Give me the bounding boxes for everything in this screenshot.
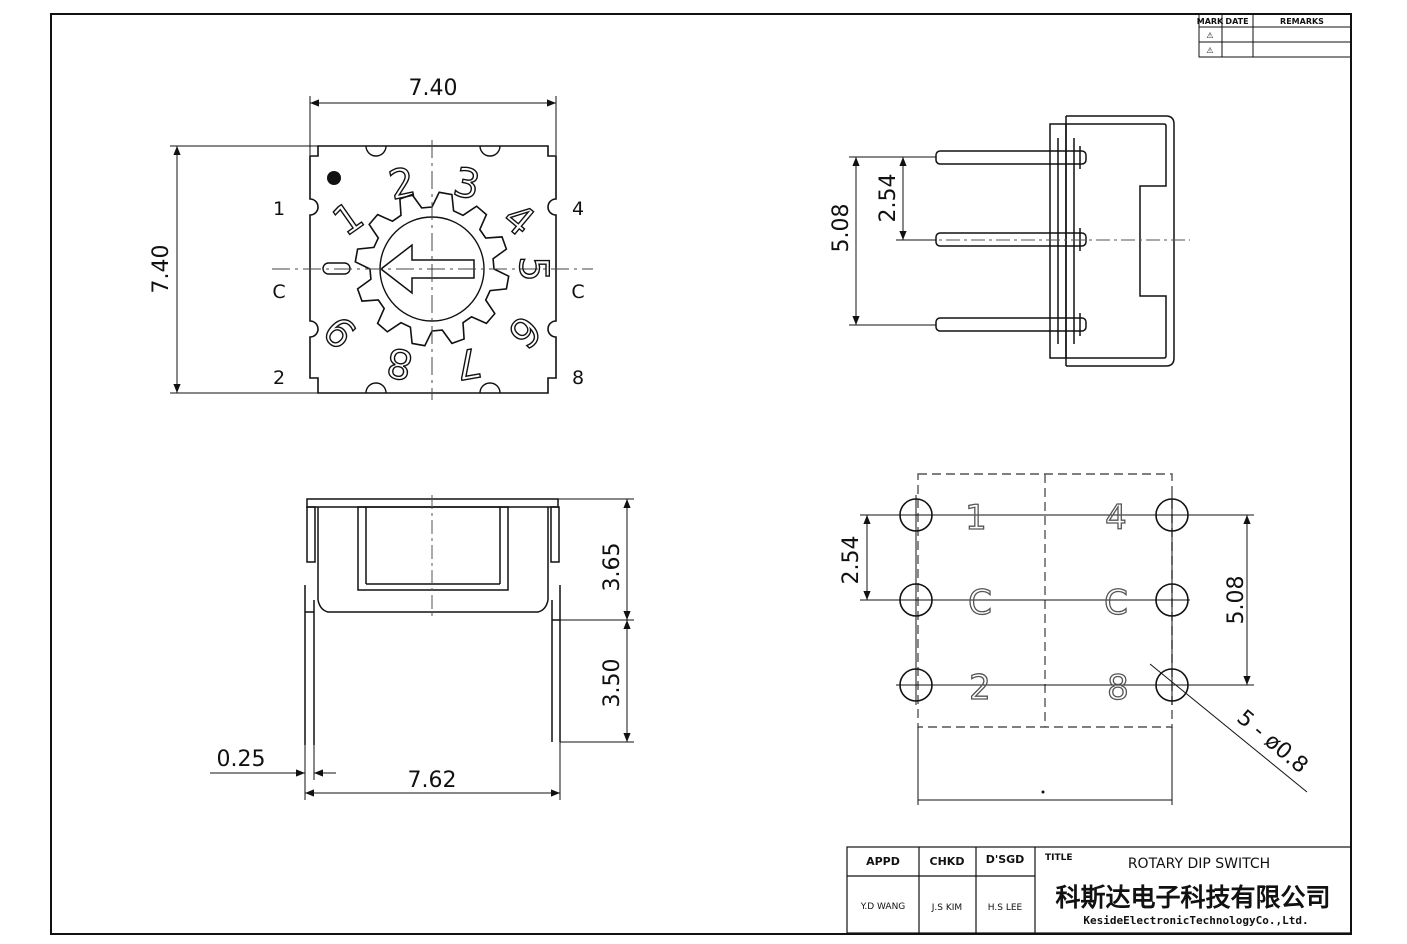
dial-digit-6: 6	[499, 306, 550, 357]
dim-front-body-height: 3.65	[600, 543, 625, 592]
pin1-indicator-dot	[327, 171, 341, 185]
side-view	[896, 115, 1190, 367]
revision-mark-1: ⚠	[1206, 31, 1213, 40]
dim-front-pin-thickness: 0.25	[217, 747, 266, 772]
dial-digit-2: 2	[385, 159, 419, 209]
side-view-dimensions	[849, 156, 936, 326]
footprint-view: 1 C 2 4 C 8	[860, 473, 1308, 805]
dial-digit-8: 8	[383, 338, 416, 388]
dim-top-width: 7.40	[409, 76, 458, 101]
revision-header-remarks: REMARKS	[1280, 17, 1324, 26]
dial-digit-7: 7	[452, 338, 485, 388]
drawing-border	[50, 13, 1352, 935]
dial-digit-5: 5	[510, 256, 556, 281]
title-block-appd-name: Y.D WANG	[860, 902, 906, 912]
title-block	[846, 846, 1352, 934]
title-block-chkd-name: J.S KIM	[931, 903, 962, 913]
dim-front-pin-span: 7.62	[408, 768, 457, 793]
dial-digit-3: 3	[449, 159, 483, 209]
dial-digit-1: 1	[325, 193, 372, 245]
revision-header-date: DATE	[1225, 17, 1248, 26]
revision-table	[1198, 13, 1352, 58]
title-block-title-header: TITLE	[1045, 853, 1073, 863]
top-pin-label-1: 1	[273, 198, 285, 220]
title-block-appd-header: APPD	[866, 855, 900, 868]
top-pin-label-2: 2	[273, 367, 285, 389]
top-pin-label-c-right: C	[571, 281, 584, 303]
dim-side-inner: 2.54	[876, 174, 901, 223]
footprint-label-2: 2	[969, 668, 991, 708]
footprint-label-c-right: C	[1104, 583, 1128, 623]
front-view	[304, 495, 561, 745]
top-view: 1 2 3 4 5 6 7 8 9 1 C 2 4 C 8 7.40 7.40	[149, 76, 593, 400]
revision-header-mark: MARK	[1197, 17, 1224, 26]
top-pin-label-8: 8	[572, 367, 584, 389]
top-pin-label-c-left: C	[272, 281, 285, 303]
dim-footprint-left: 2.54	[839, 536, 864, 585]
dial-digit-4: 4	[494, 194, 543, 246]
footprint-label-8: 8	[1107, 668, 1129, 708]
switch-body-outline	[309, 145, 557, 394]
top-pin-label-4: 4	[572, 198, 584, 220]
front-view-dimensions	[210, 498, 634, 800]
dim-hole-callout: 5 - ø0.8	[1232, 705, 1313, 778]
title-block-dsgd-name: H.S LEE	[988, 903, 1023, 913]
title-block-dsgd-header: D'SGD	[986, 853, 1025, 866]
dim-front-pin-length: 3.50	[600, 659, 625, 708]
title-block-chkd-header: CHKD	[930, 855, 965, 868]
footprint-label-1: 1	[965, 498, 987, 538]
revision-mark-2: ⚠	[1206, 46, 1213, 55]
company-name-chinese: 科斯达电子科技有限公司	[1055, 883, 1330, 912]
footprint-label-4: 4	[1105, 498, 1127, 538]
company-name-english: KesideElectronicTechnologyCo.,Ltd.	[1083, 914, 1308, 927]
drawing-title: ROTARY DIP SWITCH	[1128, 856, 1270, 872]
dim-footprint-right: 5.08	[1224, 576, 1249, 625]
dim-top-height: 7.40	[149, 245, 174, 294]
dim-side-outer: 5.08	[829, 204, 854, 253]
footprint-label-c-left: C	[968, 583, 992, 623]
dial-digit-9: 9	[316, 306, 367, 357]
